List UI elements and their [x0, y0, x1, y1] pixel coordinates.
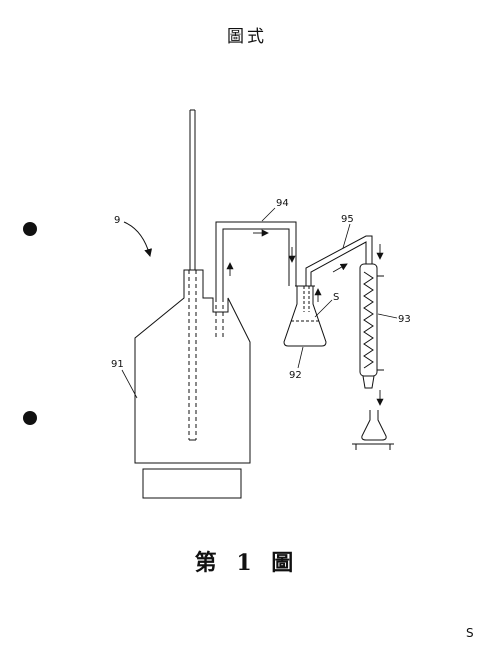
- vessel: [134, 269, 251, 464]
- inlet-tube: [188, 109, 197, 441]
- flow-arrow-diag: [332, 263, 348, 273]
- label-tube-lower: 95: [341, 214, 354, 225]
- binder-hole-top: [23, 222, 37, 236]
- flask-leader: [297, 346, 304, 369]
- transfer-tube-95: [305, 235, 373, 286]
- transfer-tube-94: [215, 221, 297, 340]
- vessel-base: [142, 468, 242, 499]
- tube-upper-leader: [261, 207, 276, 222]
- apparatus-leader-arrow: [123, 221, 153, 257]
- label-tube-upper: 94: [276, 198, 289, 209]
- label-condenser: 93: [398, 314, 411, 325]
- sample-leader: [314, 299, 333, 318]
- binder-hole-bottom: [23, 411, 37, 425]
- flask: [283, 285, 327, 347]
- label-vessel: 91: [111, 359, 124, 370]
- condenser: [359, 263, 384, 389]
- label-sample: S: [333, 292, 339, 303]
- label-flask: 92: [289, 370, 302, 381]
- page-title: 圖式: [227, 27, 267, 47]
- tube-lower-leader: [342, 223, 351, 249]
- vessel-leader-line: [121, 369, 138, 399]
- figure-caption: 第 1 圖: [194, 550, 300, 576]
- condenser-leader: [377, 313, 398, 319]
- corner-mark: S: [466, 626, 474, 640]
- label-apparatus: 9: [114, 215, 120, 226]
- receiving-flask: [352, 410, 394, 450]
